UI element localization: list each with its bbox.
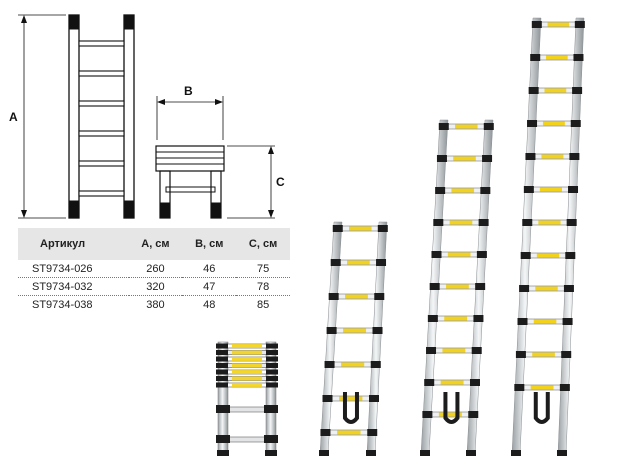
collapsed-ladder-dimension-icon xyxy=(155,96,275,219)
ladder-photo-3 xyxy=(511,17,585,456)
spec-table: Артикул A, см B, см C, см ST9734-026 260… xyxy=(18,228,290,313)
cell-article: ST9734-038 xyxy=(32,298,93,311)
ladder-photo-2 xyxy=(420,119,494,456)
col-header-b: B, см xyxy=(182,228,237,260)
cell-a: 260 xyxy=(128,260,183,278)
table-row: ST9734-038 380 48 85 xyxy=(18,296,290,314)
telescopic-ladder-photo xyxy=(319,17,585,456)
dimension-c-label: C xyxy=(276,175,285,189)
table-row: ST9734-026 260 46 75 xyxy=(18,260,290,278)
table-row: ST9734-032 320 47 78 xyxy=(18,277,290,296)
spec-table-header: Артикул A, см B, см C, см xyxy=(18,228,290,260)
extended-ladder-dimension-icon xyxy=(18,14,135,219)
dimension-b-label: B xyxy=(184,84,193,98)
cell-c: 75 xyxy=(236,260,290,278)
cell-a: 380 xyxy=(146,298,165,311)
col-header-article: Артикул xyxy=(18,228,129,260)
dimension-a-label: A xyxy=(9,110,18,124)
cell-c: 85 xyxy=(256,298,270,311)
collapsed-ladder-photo xyxy=(216,341,278,456)
cell-article: ST9734-032 xyxy=(18,277,129,296)
ladder-photo-1 xyxy=(319,221,388,456)
col-header-a: A, см xyxy=(128,228,183,260)
cell-b: 47 xyxy=(182,277,237,296)
cell-article: ST9734-026 xyxy=(18,260,129,278)
col-header-c: C, см xyxy=(236,228,290,260)
cell-b: 46 xyxy=(182,260,237,278)
cell-a: 320 xyxy=(128,277,183,296)
cell-b: 48 xyxy=(203,298,216,311)
cell-c: 78 xyxy=(236,277,290,296)
